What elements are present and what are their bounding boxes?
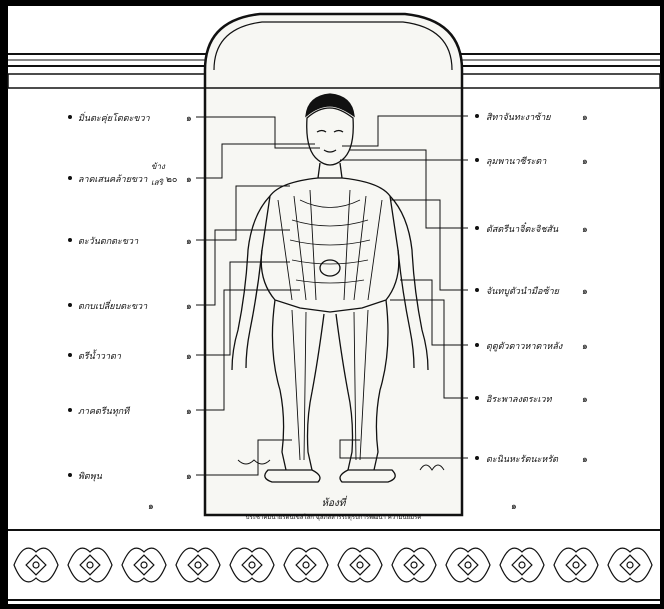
left-bullet: [68, 353, 72, 357]
left-label-5: ตรีน้ำวาตา: [78, 349, 121, 363]
left-count-4: ๑: [186, 299, 192, 313]
left-label-7: พิตพุน: [78, 469, 102, 483]
left-label-2-lower: เสริ: [151, 176, 163, 189]
right-count-7: ๑: [582, 452, 588, 466]
bottom-mark-right: ๑: [511, 499, 517, 513]
left-extra-count: ๒๐: [166, 172, 177, 186]
right-bullet: [475, 158, 479, 162]
right-count-5: ๑: [582, 339, 588, 353]
right-label-6: อิระพาลงตระเวท: [486, 392, 552, 406]
left-label-6: ภาคตรีนทุกที: [78, 404, 129, 418]
right-count-4: ๑: [582, 284, 588, 298]
left-label-2: ลาดเสนคล้ายขวา: [78, 172, 147, 186]
caption-title: ห้องที่: [205, 496, 462, 511]
left-bullet: [68, 473, 72, 477]
bottom-mark-left: ๑: [148, 499, 154, 513]
right-bullet: [475, 456, 479, 460]
left-bullet: [68, 408, 72, 412]
left-label-3: ตะวันตกตะขวา: [78, 234, 138, 248]
right-bullet: [475, 396, 479, 400]
left-count-2: ๑: [186, 172, 192, 186]
left-bullet: [68, 176, 72, 180]
left-count-3: ๑: [186, 234, 192, 248]
right-bullet: [475, 114, 479, 118]
left-label-1: มิ่นตะคุ่ยโตตะขวา: [78, 111, 150, 125]
left-bullet: [68, 238, 72, 242]
right-label-2: ลุมพานาซีระตา: [486, 154, 546, 168]
right-label-3: ตัสตรีนาจิ๋ตะจิชสัน: [486, 222, 558, 236]
right-label-5: ตุตูตัวตาวหาตาหลัง: [486, 339, 562, 353]
right-count-1: ๑: [582, 110, 588, 124]
right-label-7: ตะนินหะรัตนะหรัต: [486, 452, 558, 466]
left-label-2-upper: ข้าง: [151, 160, 165, 173]
right-bullet: [475, 343, 479, 347]
right-bullet: [475, 288, 479, 292]
left-bullet: [68, 115, 72, 119]
right-count-3: ๑: [582, 222, 588, 236]
left-bullet: [68, 303, 72, 307]
caption-subtitle: ประชาคมนายรัตนเขลโลก ฉุลภัสสารระดุรับการ…: [205, 512, 462, 522]
left-count-6: ๑: [186, 404, 192, 418]
right-label-1: สิทาจันทะงาซ้าย: [486, 110, 551, 124]
right-bullet: [475, 226, 479, 230]
left-count-1: ๑: [186, 111, 192, 125]
left-count-7: ๑: [186, 469, 192, 483]
left-label-4: ตกบเปลี่ยบตะขวา: [78, 299, 147, 313]
right-label-4: จันทบูตัวนำมือซ้าย: [486, 284, 559, 298]
central-frame: [205, 14, 462, 515]
left-count-5: ๑: [186, 349, 192, 363]
right-count-6: ๑: [582, 392, 588, 406]
right-count-2: ๑: [582, 154, 588, 168]
